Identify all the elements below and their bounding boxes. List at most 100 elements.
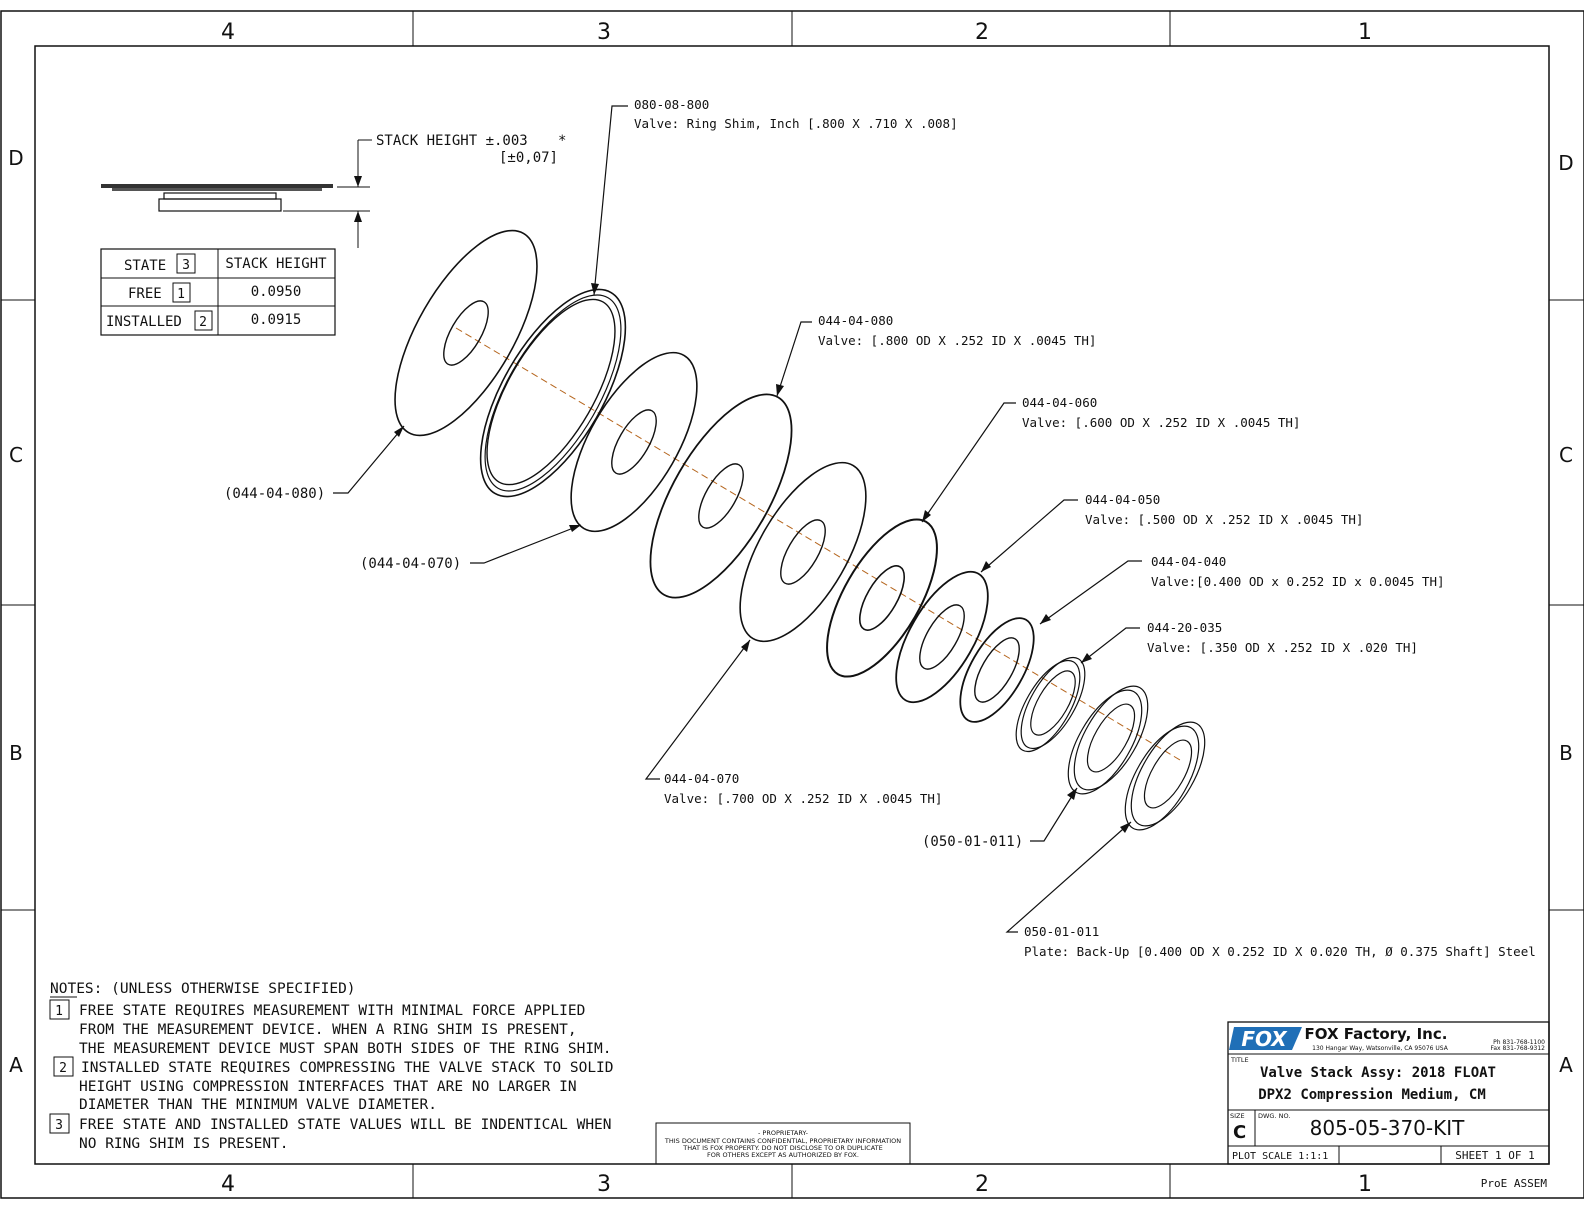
note-2-line-2: HEIGHT USING COMPRESSION INTERFACES THAT…: [79, 1079, 577, 1095]
valve-044-04-070-b: [739, 461, 867, 643]
valve-044-04-040: [959, 617, 1035, 723]
note-1-line-1: FREE STATE REQUIRES MEASUREMENT WITH MIN…: [79, 1003, 585, 1019]
callout-id-050-01-011: 050-01-011: [1024, 924, 1099, 939]
note-1-num: 1: [55, 1004, 63, 1019]
proprietary-notice: - PROPRIETARY- THIS DOCUMENT CONTAINS CO…: [655, 1122, 911, 1165]
stack-top-shim: [101, 184, 333, 188]
sheet-number: SHEET 1 OF 1: [1455, 1149, 1534, 1162]
proprietary-title: - PROPRIETARY-: [758, 1129, 809, 1137]
ref-callout-044-04-080: (044-04-080): [224, 486, 325, 502]
zone-row-right-d: D: [1558, 151, 1573, 175]
notes: NOTES: (UNLESS OTHERWISE SPECIFIED) 1 FR…: [49, 981, 614, 1152]
note-2-line-3: DIAMETER THAN THE MINIMUM VALVE DIAMETER…: [79, 1097, 437, 1113]
zone-col-bottom-1: 1: [1358, 1172, 1372, 1197]
callout-id-044-04-040: 044-04-040: [1151, 554, 1226, 569]
callout-desc-044-04-070: Valve: [.700 OD X .252 ID X .0045 TH]: [664, 791, 942, 806]
note-3-line-2: NO RING SHIM IS PRESENT.: [79, 1136, 289, 1152]
zone-row-right-b: B: [1559, 741, 1573, 765]
callout-desc-044-04-080: Valve: [.800 OD X .252 ID X .0045 TH]: [818, 333, 1096, 348]
dwg-no-label: DWG. NO.: [1258, 1112, 1290, 1120]
note-3-num: 3: [55, 1118, 63, 1133]
callout-id-044-04-080: 044-04-080: [818, 313, 893, 328]
valve-044-04-080-front: [394, 229, 538, 437]
ref-callout-044-04-070: (044-04-070): [360, 556, 461, 572]
zone-row-right-a: A: [1559, 1053, 1573, 1077]
callout-id-080-08-800: 080-08-800: [634, 97, 709, 112]
valve-044-04-050: [895, 570, 989, 704]
callout-desc-044-20-035: Valve: [.350 OD X .252 ID X .020 TH]: [1147, 640, 1418, 655]
company-fax: Fax 831-768-9312: [1490, 1045, 1545, 1052]
note-1-line-3: THE MEASUREMENT DEVICE MUST SPAN BOTH SI…: [79, 1041, 612, 1057]
callout-desc-050-01-011: Plate: Back-Up [0.400 OD X 0.252 ID X 0.…: [1024, 944, 1536, 959]
zone-col-top-3: 3: [597, 20, 611, 45]
callout-id-044-04-050: 044-04-050: [1085, 492, 1160, 507]
zone-row-left-d: D: [8, 146, 23, 170]
fox-logo-text: FOX: [1241, 1027, 1288, 1051]
stack-height-asterisk: *: [558, 133, 566, 149]
company-name: FOX Factory, Inc.: [1305, 1025, 1448, 1043]
state-table: STATE 3 STACK HEIGHT FREE 1 0.0950 INSTA…: [100, 248, 336, 336]
note-2-line-1: INSTALLED STATE REQUIRES COMPRESSING THE…: [81, 1060, 614, 1076]
valve-044-20-035: [1015, 656, 1086, 753]
state-installed-height: 0.0915: [251, 312, 302, 328]
proprietary-line-3: FOR OTHERS EXCEPT AS AUTHORIZED BY FOX.: [707, 1151, 859, 1159]
zone-row-left-c: C: [9, 443, 23, 467]
zone-col-top-4: 4: [221, 20, 235, 45]
callout-desc-044-04-050: Valve: [.500 OD X .252 ID X .0045 TH]: [1085, 512, 1363, 527]
drawing-title-line-2: DPX2 Compression Medium, CM: [1258, 1087, 1486, 1103]
zone-col-bottom-2: 2: [975, 1172, 989, 1197]
notes-title: NOTES: (UNLESS OTHERWISE SPECIFIED): [50, 981, 356, 997]
stack-side-view: STACK HEIGHT ±.003 * [±0,07]: [101, 133, 566, 248]
note-3-line-1: FREE STATE AND INSTALLED STATE VALUES WI…: [79, 1117, 612, 1133]
plate-050-01-011-b: [1124, 721, 1206, 831]
drawing-title-line-1: Valve Stack Assy: 2018 FLOAT: [1260, 1065, 1496, 1081]
callout-id-044-04-070: 044-04-070: [664, 771, 739, 786]
zone-col-bottom-3: 3: [597, 1172, 611, 1197]
stack-centerline: [455, 327, 1181, 761]
plot-scale: PLOT SCALE 1:1:1: [1232, 1151, 1328, 1162]
fox-logo: FOX: [1229, 1027, 1302, 1051]
callout-id-044-04-060: 044-04-060: [1022, 395, 1097, 410]
zone-labels: 4 3 2 1 4 3 2 1 D C B A D C B A: [8, 20, 1573, 1197]
state-header-flag: 3: [182, 258, 190, 273]
zone-row-left-a: A: [9, 1053, 23, 1077]
stack-height-header: STACK HEIGHT: [225, 256, 327, 272]
zone-row-right-c: C: [1559, 443, 1573, 467]
title-block: FOX FOX Factory, Inc. 130 Hangar Way, Wa…: [1227, 1021, 1550, 1190]
exploded-valve-stack: [394, 229, 1206, 831]
size-label: SIZE: [1230, 1112, 1245, 1120]
state-installed-flag: 2: [199, 315, 207, 330]
stack-backup-plate: [158, 198, 282, 212]
callouts: 080-08-800 Valve: Ring Shim, Inch [.800 …: [224, 97, 1536, 959]
callout-desc-080-08-800: Valve: Ring Shim, Inch [.800 X .710 X .0…: [634, 116, 958, 131]
zone-row-left-b: B: [9, 741, 23, 765]
state-header: STATE: [124, 258, 166, 274]
sheet-size: C: [1233, 1122, 1246, 1143]
state-free-flag: 1: [177, 287, 185, 302]
stack-height-metric: [±0,07]: [499, 150, 558, 166]
zone-col-bottom-4: 4: [221, 1172, 235, 1197]
drawing-number: 805-05-370-KIT: [1310, 1116, 1465, 1140]
zone-col-top-2: 2: [975, 20, 989, 45]
note-2-num: 2: [59, 1061, 67, 1076]
valve-044-04-070-a: [570, 351, 698, 533]
plate-050-01-011-a: [1067, 685, 1149, 795]
state-free-height: 0.0950: [251, 284, 302, 300]
valve-044-04-060: [826, 518, 938, 678]
zone-col-top-1: 1: [1358, 20, 1372, 45]
proprietary-line-2: THAT IS FOX PROPERTY. DO NOT DISCLOSE TO…: [682, 1144, 883, 1152]
proprietary-line-1: THIS DOCUMENT CONTAINS CONFIDENTIAL, PRO…: [664, 1137, 901, 1145]
stack-plate: [163, 192, 277, 200]
proe-assem: ProE ASSEM: [1481, 1177, 1548, 1190]
company-phone: Ph 831-768-1100: [1493, 1039, 1545, 1046]
note-1-line-2: FROM THE MEASUREMENT DEVICE. WHEN A RING…: [79, 1022, 577, 1038]
company-address: 130 Hangar Way, Watsonville, CA 95076 US…: [1312, 1045, 1449, 1052]
callout-id-044-20-035: 044-20-035: [1147, 620, 1222, 635]
state-installed-label: INSTALLED: [106, 314, 182, 330]
valve-044-04-080: [649, 393, 793, 599]
callout-desc-044-04-040: Valve:[0.400 OD x 0.252 ID x 0.0045 TH]: [1151, 574, 1445, 589]
ref-callout-050-01-011: (050-01-011): [922, 834, 1023, 850]
stack-shims: [112, 188, 322, 191]
callout-desc-044-04-060: Valve: [.600 OD X .252 ID X .0045 TH]: [1022, 415, 1300, 430]
